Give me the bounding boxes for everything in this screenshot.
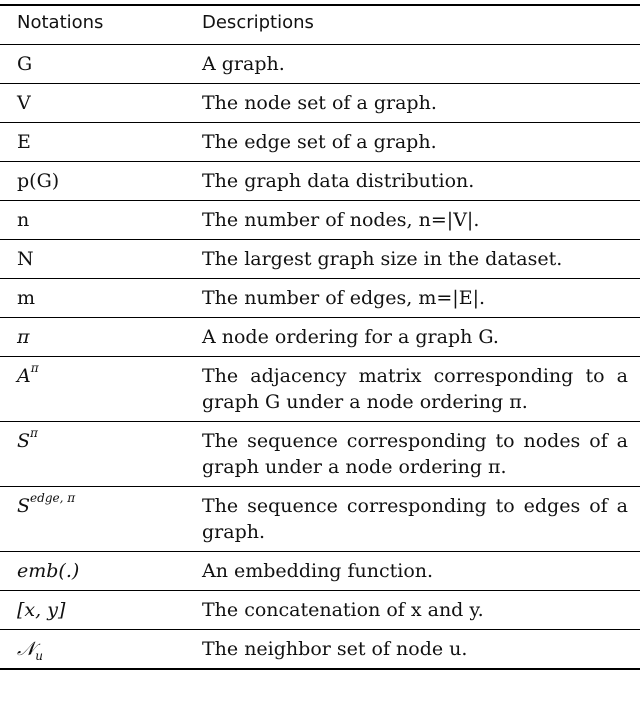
notation-base: S xyxy=(17,495,31,517)
notation-cell: E xyxy=(17,131,31,153)
description-cell: The edge set of a graph. xyxy=(185,123,640,162)
description-text: An embedding function. xyxy=(202,560,434,582)
table-row: p(G) The graph data distribution. xyxy=(0,162,640,201)
description-text: The graph data distribution. xyxy=(202,170,475,192)
table-row: Aπ The adjacency matrix corresponding to… xyxy=(0,357,640,422)
description-cell: An embedding function. xyxy=(185,552,640,591)
description-text: The sequence corresponding to nodes of a… xyxy=(202,430,628,478)
notation-cell: n xyxy=(17,209,30,231)
notation-cell: Sedge, π xyxy=(0,487,185,552)
notations-header: Notations xyxy=(17,12,104,33)
notation-cell: Aπ xyxy=(0,357,185,422)
notation-superscript: π xyxy=(30,425,38,440)
description-cell: The largest graph size in the dataset. xyxy=(185,240,640,279)
table-row: G A graph. xyxy=(0,45,640,84)
description-text: The concatenation of x and y. xyxy=(202,599,484,621)
notation-table-container: Notations Descriptions G A graph. V The … xyxy=(0,4,640,670)
description-text: The node set of a graph. xyxy=(202,92,437,114)
description-text: The number of edges, m=|E|. xyxy=(202,287,486,309)
description-text: The adjacency matrix corresponding to a … xyxy=(202,365,628,413)
table-row: n The number of nodes, n=|V|. xyxy=(0,201,640,240)
description-text: The edge set of a graph. xyxy=(202,131,437,153)
table-row: N The largest graph size in the dataset. xyxy=(0,240,640,279)
notation-cell: π xyxy=(17,326,30,348)
description-cell: The number of edges, m=|E|. xyxy=(185,279,640,318)
table-row: m The number of edges, m=|E|. xyxy=(0,279,640,318)
description-text: The neighbor set of node u. xyxy=(202,638,468,660)
description-cell: The number of nodes, n=|V|. xyxy=(185,201,640,240)
table-row: Sπ The sequence corresponding to nodes o… xyxy=(0,422,640,487)
table-row: 𝒩u The neighbor set of node u. xyxy=(0,630,640,670)
notation-base: A xyxy=(17,365,31,387)
notation-cell: [x, y] xyxy=(17,599,66,621)
table-row: E The edge set of a graph. xyxy=(0,123,640,162)
description-cell: The sequence corresponding to edges of a… xyxy=(185,487,640,552)
table-row: V The node set of a graph. xyxy=(0,84,640,123)
description-text: The sequence corresponding to edges of a… xyxy=(202,495,628,543)
notation-cell: m xyxy=(17,287,36,309)
notation-base: S xyxy=(17,430,31,452)
table-row: π A node ordering for a graph G. xyxy=(0,318,640,357)
description-text: A node ordering for a graph G. xyxy=(202,326,499,348)
table-header-row: Notations Descriptions xyxy=(0,5,640,45)
description-cell: The sequence corresponding to nodes of a… xyxy=(185,422,640,487)
description-cell: The concatenation of x and y. xyxy=(185,591,640,630)
notation-cell: p(G) xyxy=(17,170,60,192)
description-cell: A graph. xyxy=(185,45,640,84)
descriptions-header: Descriptions xyxy=(202,12,314,33)
notation-table: Notations Descriptions G A graph. V The … xyxy=(0,4,640,670)
notation-cell: V xyxy=(17,92,31,114)
notation-subscript: u xyxy=(35,648,43,663)
notation-cell: Sπ xyxy=(0,422,185,487)
table-row: [x, y] The concatenation of x and y. xyxy=(0,591,640,630)
notation-cell: N xyxy=(17,248,34,270)
description-cell: The graph data distribution. xyxy=(185,162,640,201)
notation-cell: G xyxy=(17,53,33,75)
notation-base: 𝒩 xyxy=(17,638,36,660)
table-row: emb(.) An embedding function. xyxy=(0,552,640,591)
description-cell: The neighbor set of node u. xyxy=(185,630,640,670)
description-text: The largest graph size in the dataset. xyxy=(202,248,563,270)
notation-superscript: π xyxy=(30,360,39,375)
description-text: The number of nodes, n=|V|. xyxy=(202,209,480,231)
description-cell: A node ordering for a graph G. xyxy=(185,318,640,357)
description-cell: The node set of a graph. xyxy=(185,84,640,123)
table-row: Sedge, π The sequence corresponding to e… xyxy=(0,487,640,552)
description-text: A graph. xyxy=(202,53,285,75)
description-cell: The adjacency matrix corresponding to a … xyxy=(185,357,640,422)
notation-superscript: edge, π xyxy=(30,490,76,505)
notation-cell: emb(.) xyxy=(17,560,80,582)
notation-cell: 𝒩u xyxy=(0,630,185,670)
